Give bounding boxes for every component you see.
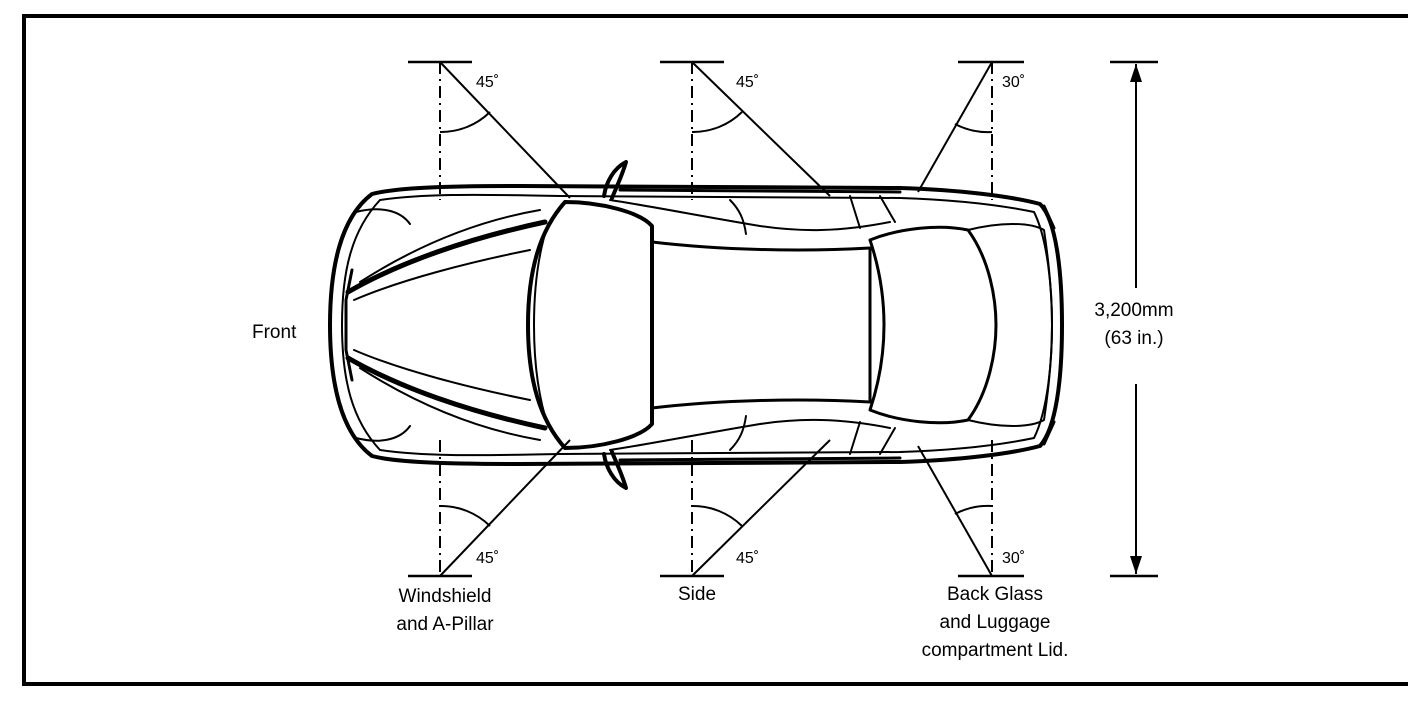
windshield-top-ray (439, 61, 571, 199)
car-nose (344, 268, 354, 382)
dimension-label-mm: 3,200mm (1094, 300, 1173, 321)
tail-top (1042, 204, 1056, 230)
car-inner-outline (341, 193, 1053, 457)
windshield-label-line2: and A-Pillar (396, 614, 494, 635)
hood-line-bottom (345, 355, 548, 431)
side-top-ray (691, 61, 831, 197)
roof (650, 240, 872, 410)
windshield-inner (533, 223, 549, 427)
windshield-label-line1: Windshield (399, 586, 492, 607)
hood-line-top-2 (359, 209, 541, 283)
side-bottom-ray (691, 439, 831, 577)
side-window-bottom (609, 418, 891, 451)
side-window-top-2 (729, 199, 747, 235)
side-top-arc (691, 111, 743, 134)
tail-bottom (1042, 420, 1056, 446)
rocker-bottom (618, 456, 902, 462)
back-bottom-arc (954, 504, 993, 515)
back-top-angle: 30˚ (1002, 74, 1025, 91)
side-bottom-angle: 45˚ (736, 550, 759, 567)
headlight-top (355, 208, 411, 225)
headlight-bottom (355, 425, 411, 442)
windshield-top-angle: 45˚ (476, 74, 499, 91)
rear-window (868, 225, 998, 425)
windshield-bottom-angle: 45˚ (476, 550, 499, 567)
windshield-bottom-ray (439, 439, 571, 577)
windshield (526, 200, 654, 450)
mirror-bottom (602, 450, 628, 490)
hood-line-top-3 (353, 249, 531, 301)
side-top-angle: 45˚ (736, 74, 759, 91)
hood-line-bottom-2 (359, 367, 541, 441)
rocker-top (618, 188, 902, 194)
back-label-line2: and Luggage (940, 612, 1051, 633)
width-dimension (1110, 60, 1158, 578)
diagram-frame (22, 14, 1408, 686)
back-bottom-angle: 30˚ (1002, 550, 1025, 567)
pillar-bottom (879, 427, 896, 455)
windshield-top-arc (439, 111, 491, 134)
windshield-bottom-arc (439, 504, 491, 527)
side-bottom-arc (691, 504, 743, 527)
back-top-arc (954, 123, 993, 134)
back-bottom-ray (917, 445, 993, 577)
hood-line-top (345, 219, 548, 295)
door-line-bottom (849, 421, 861, 455)
side-window-bottom-2 (729, 415, 747, 451)
dimension-label-in: (63 in.) (1104, 328, 1163, 349)
door-line-top (849, 195, 861, 229)
car-top-view (328, 160, 1064, 490)
trunk-lid (967, 223, 1053, 427)
pillar-top (879, 195, 896, 223)
hood-line-bottom-3 (353, 349, 531, 401)
back-label-line3: compartment Lid. (922, 640, 1069, 661)
car-body-outline (328, 184, 1064, 466)
side-zone (660, 60, 831, 578)
back-glass-zone (917, 60, 1024, 578)
back-top-ray (917, 61, 993, 193)
side-label: Side (678, 584, 716, 605)
front-label: Front (252, 322, 297, 343)
side-window-top (609, 199, 891, 232)
back-label-line1: Back Glass (947, 584, 1043, 605)
dimension-arrow-up (1130, 64, 1142, 82)
dimension-arrow-down (1130, 556, 1142, 574)
mirror-top (602, 160, 628, 200)
windshield-zone (408, 60, 571, 578)
